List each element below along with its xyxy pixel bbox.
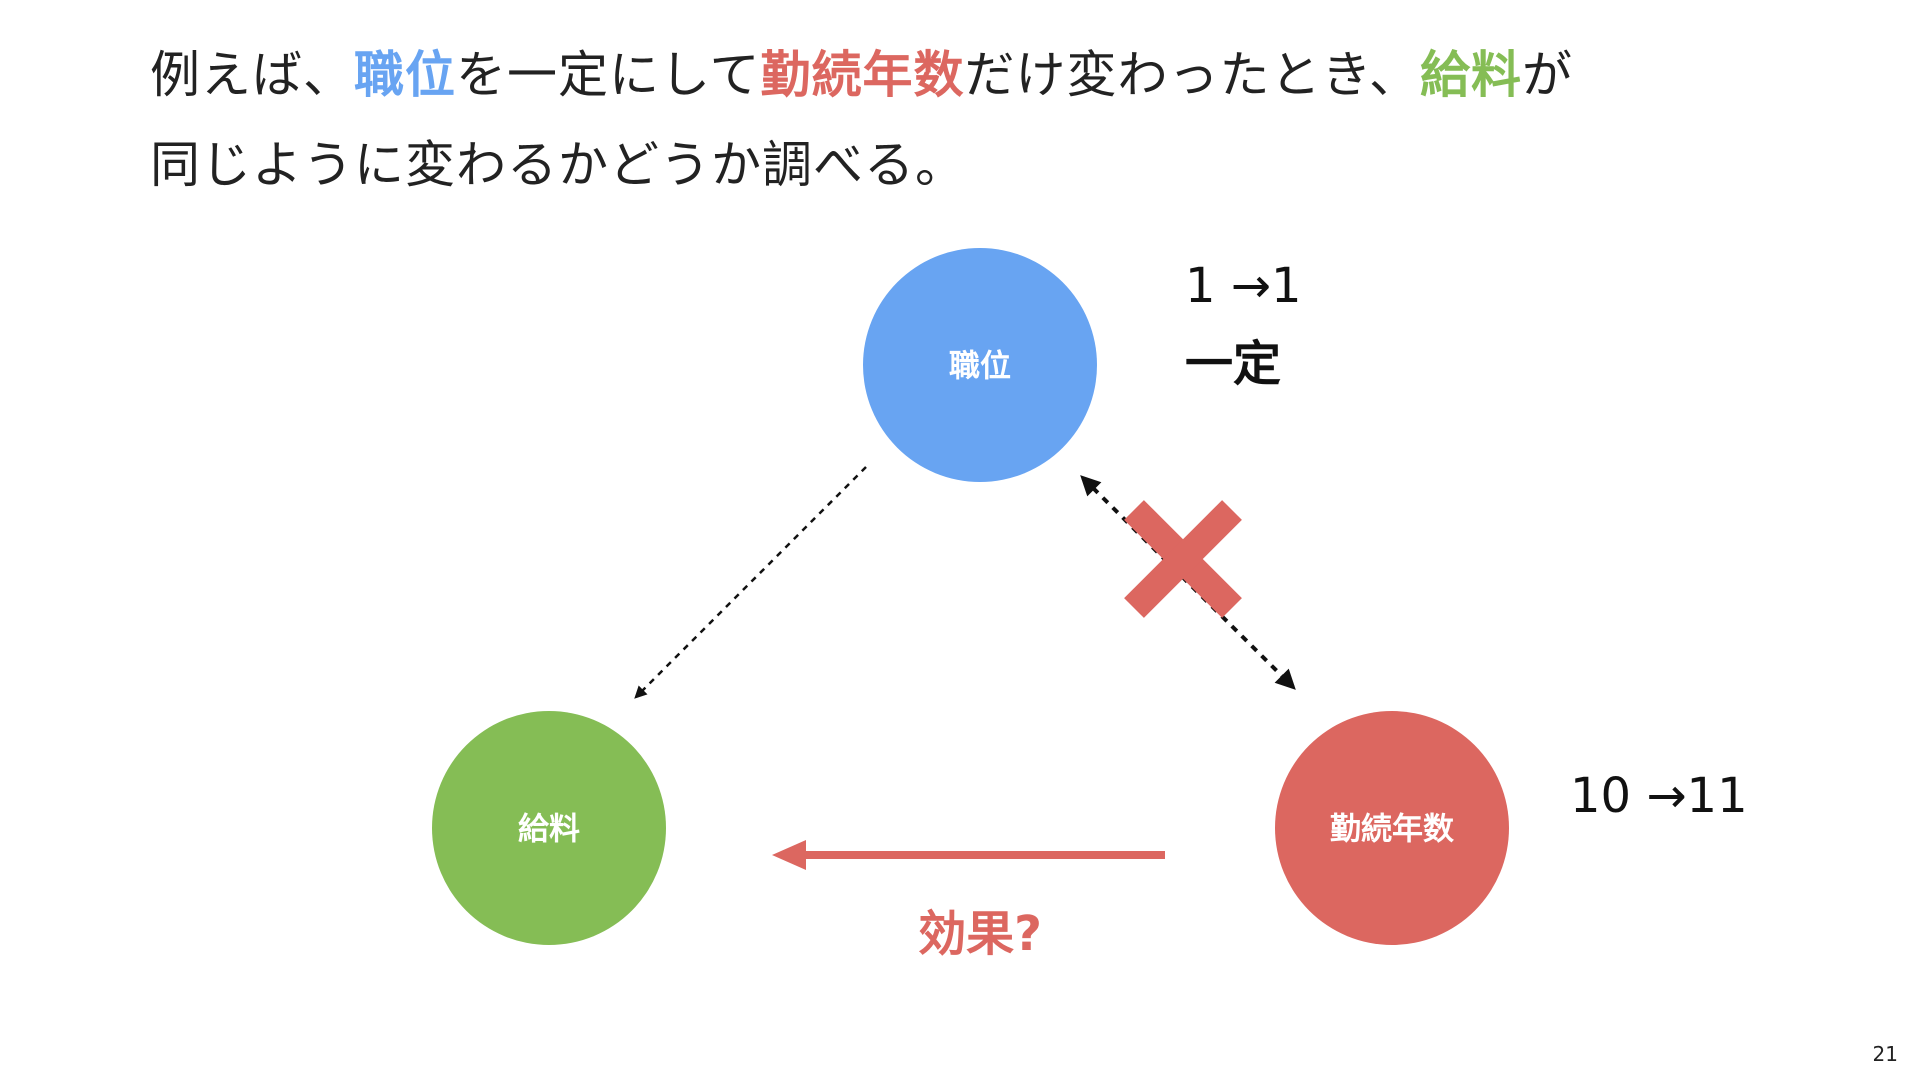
page-number: 21: [1872, 1042, 1898, 1066]
effect-label: 効果?: [918, 906, 1042, 962]
effect-arrow: [772, 840, 1165, 870]
title-line-1: 例えば、職位を一定にして勤続年数だけ変わったとき、給料が: [150, 50, 1573, 100]
arrow-position-to-salary: [634, 466, 867, 699]
node-position: 職位: [863, 248, 1097, 482]
title-line-2: 同じように変わるかどうか調べる。: [150, 136, 966, 194]
node-tenure-label: 勤続年数: [1330, 812, 1454, 848]
title-segment: だけ変わったとき、: [964, 46, 1420, 104]
title-segment: を一定にして: [456, 46, 761, 104]
title-segment: が: [1522, 46, 1573, 104]
position-constant-text: 一定: [1185, 336, 1281, 392]
node-salary-label: 給料: [518, 812, 580, 848]
cross-icon: [1124, 500, 1242, 618]
node-salary: 給料: [432, 711, 666, 945]
node-tenure: 勤続年数: [1275, 711, 1509, 945]
title-segment: 給料: [1420, 46, 1522, 104]
position-change-text: 1 →1: [1185, 258, 1302, 314]
title-segment: 例えば、: [150, 46, 354, 104]
title-segment: 職位: [354, 46, 456, 104]
node-position-label: 職位: [949, 349, 1011, 385]
title-segment: 勤続年数: [760, 46, 965, 104]
tenure-change-text: 10 →11: [1570, 768, 1748, 824]
